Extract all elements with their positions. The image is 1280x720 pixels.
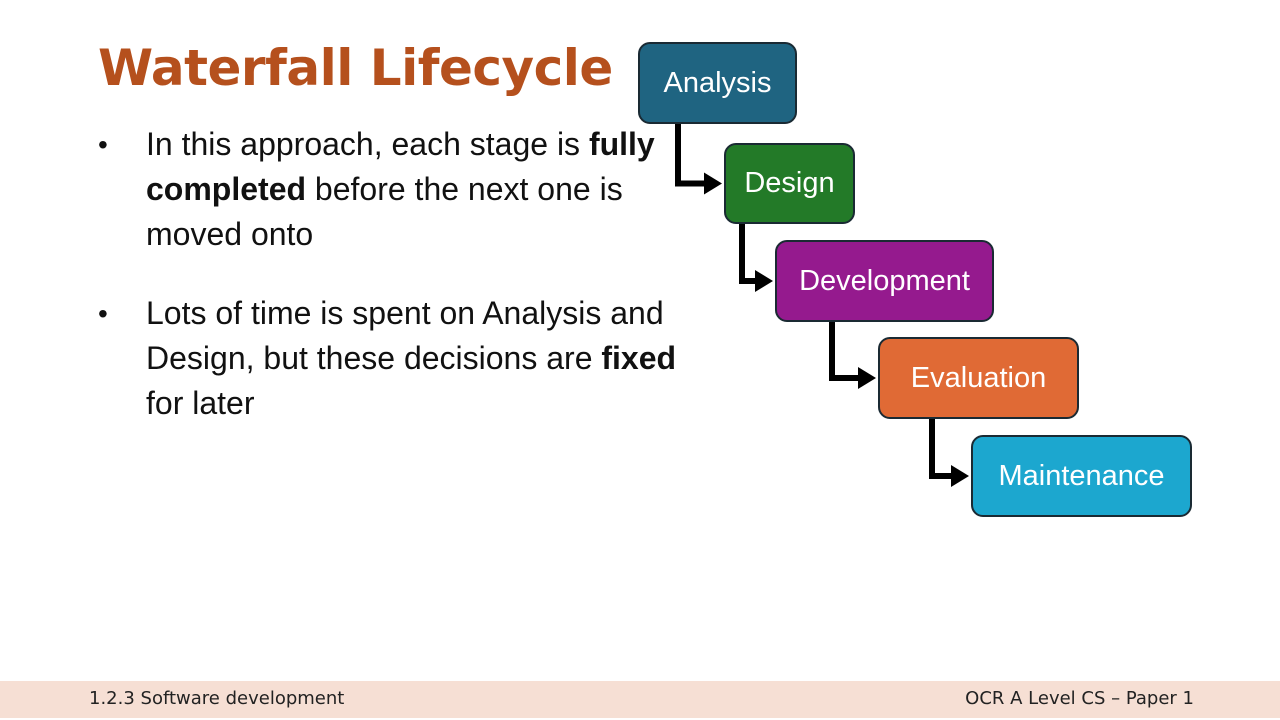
bullet-text-part: Lots of time is spent on Analysis and De… [146,295,664,376]
arrowhead-icon [951,465,969,487]
stage-label: Design [744,167,835,199]
connector-arrow [929,419,957,479]
connector-arrow [829,322,864,381]
bullet-item: • Lots of time is spent on Analysis and … [96,291,696,426]
bullet-text-bold: fully completed [146,126,655,207]
stage-analysis: Analysis [638,42,797,124]
footer-course: OCR A Level CS – Paper 1 [965,688,1194,709]
bullet-item: • In this approach, each stage is fully … [96,122,696,257]
arrowhead-icon [704,172,722,195]
stage-design: Design [724,143,855,224]
bullet-text-part: before the next one is moved onto [146,171,623,252]
connector-arrow [739,224,761,284]
bullet-text-part: for later [146,385,255,421]
stage-evaluation: Evaluation [878,337,1079,419]
footer-bar: 1.2.3 Software development OCR A Level C… [0,681,1280,718]
bullet-list: • In this approach, each stage is fully … [96,122,696,460]
arrowhead-icon [858,367,876,389]
bullet-dot-icon: • [98,129,108,160]
footer-topic: 1.2.3 Software development [89,688,345,709]
stage-development: Development [775,240,994,322]
connector-arrow [675,124,710,187]
bullet-text-part: In this approach, each stage is [146,126,589,162]
bullet-text-bold: fixed [601,340,677,376]
bullet-dot-icon: • [98,298,108,329]
stage-label: Maintenance [998,459,1165,492]
stage-maintenance: Maintenance [971,435,1192,517]
stage-label: Analysis [663,66,772,99]
arrowhead-icon [755,270,773,292]
stage-label: Development [799,264,970,297]
stage-label: Evaluation [910,361,1047,394]
slide-title: Waterfall Lifecycle [98,39,613,97]
